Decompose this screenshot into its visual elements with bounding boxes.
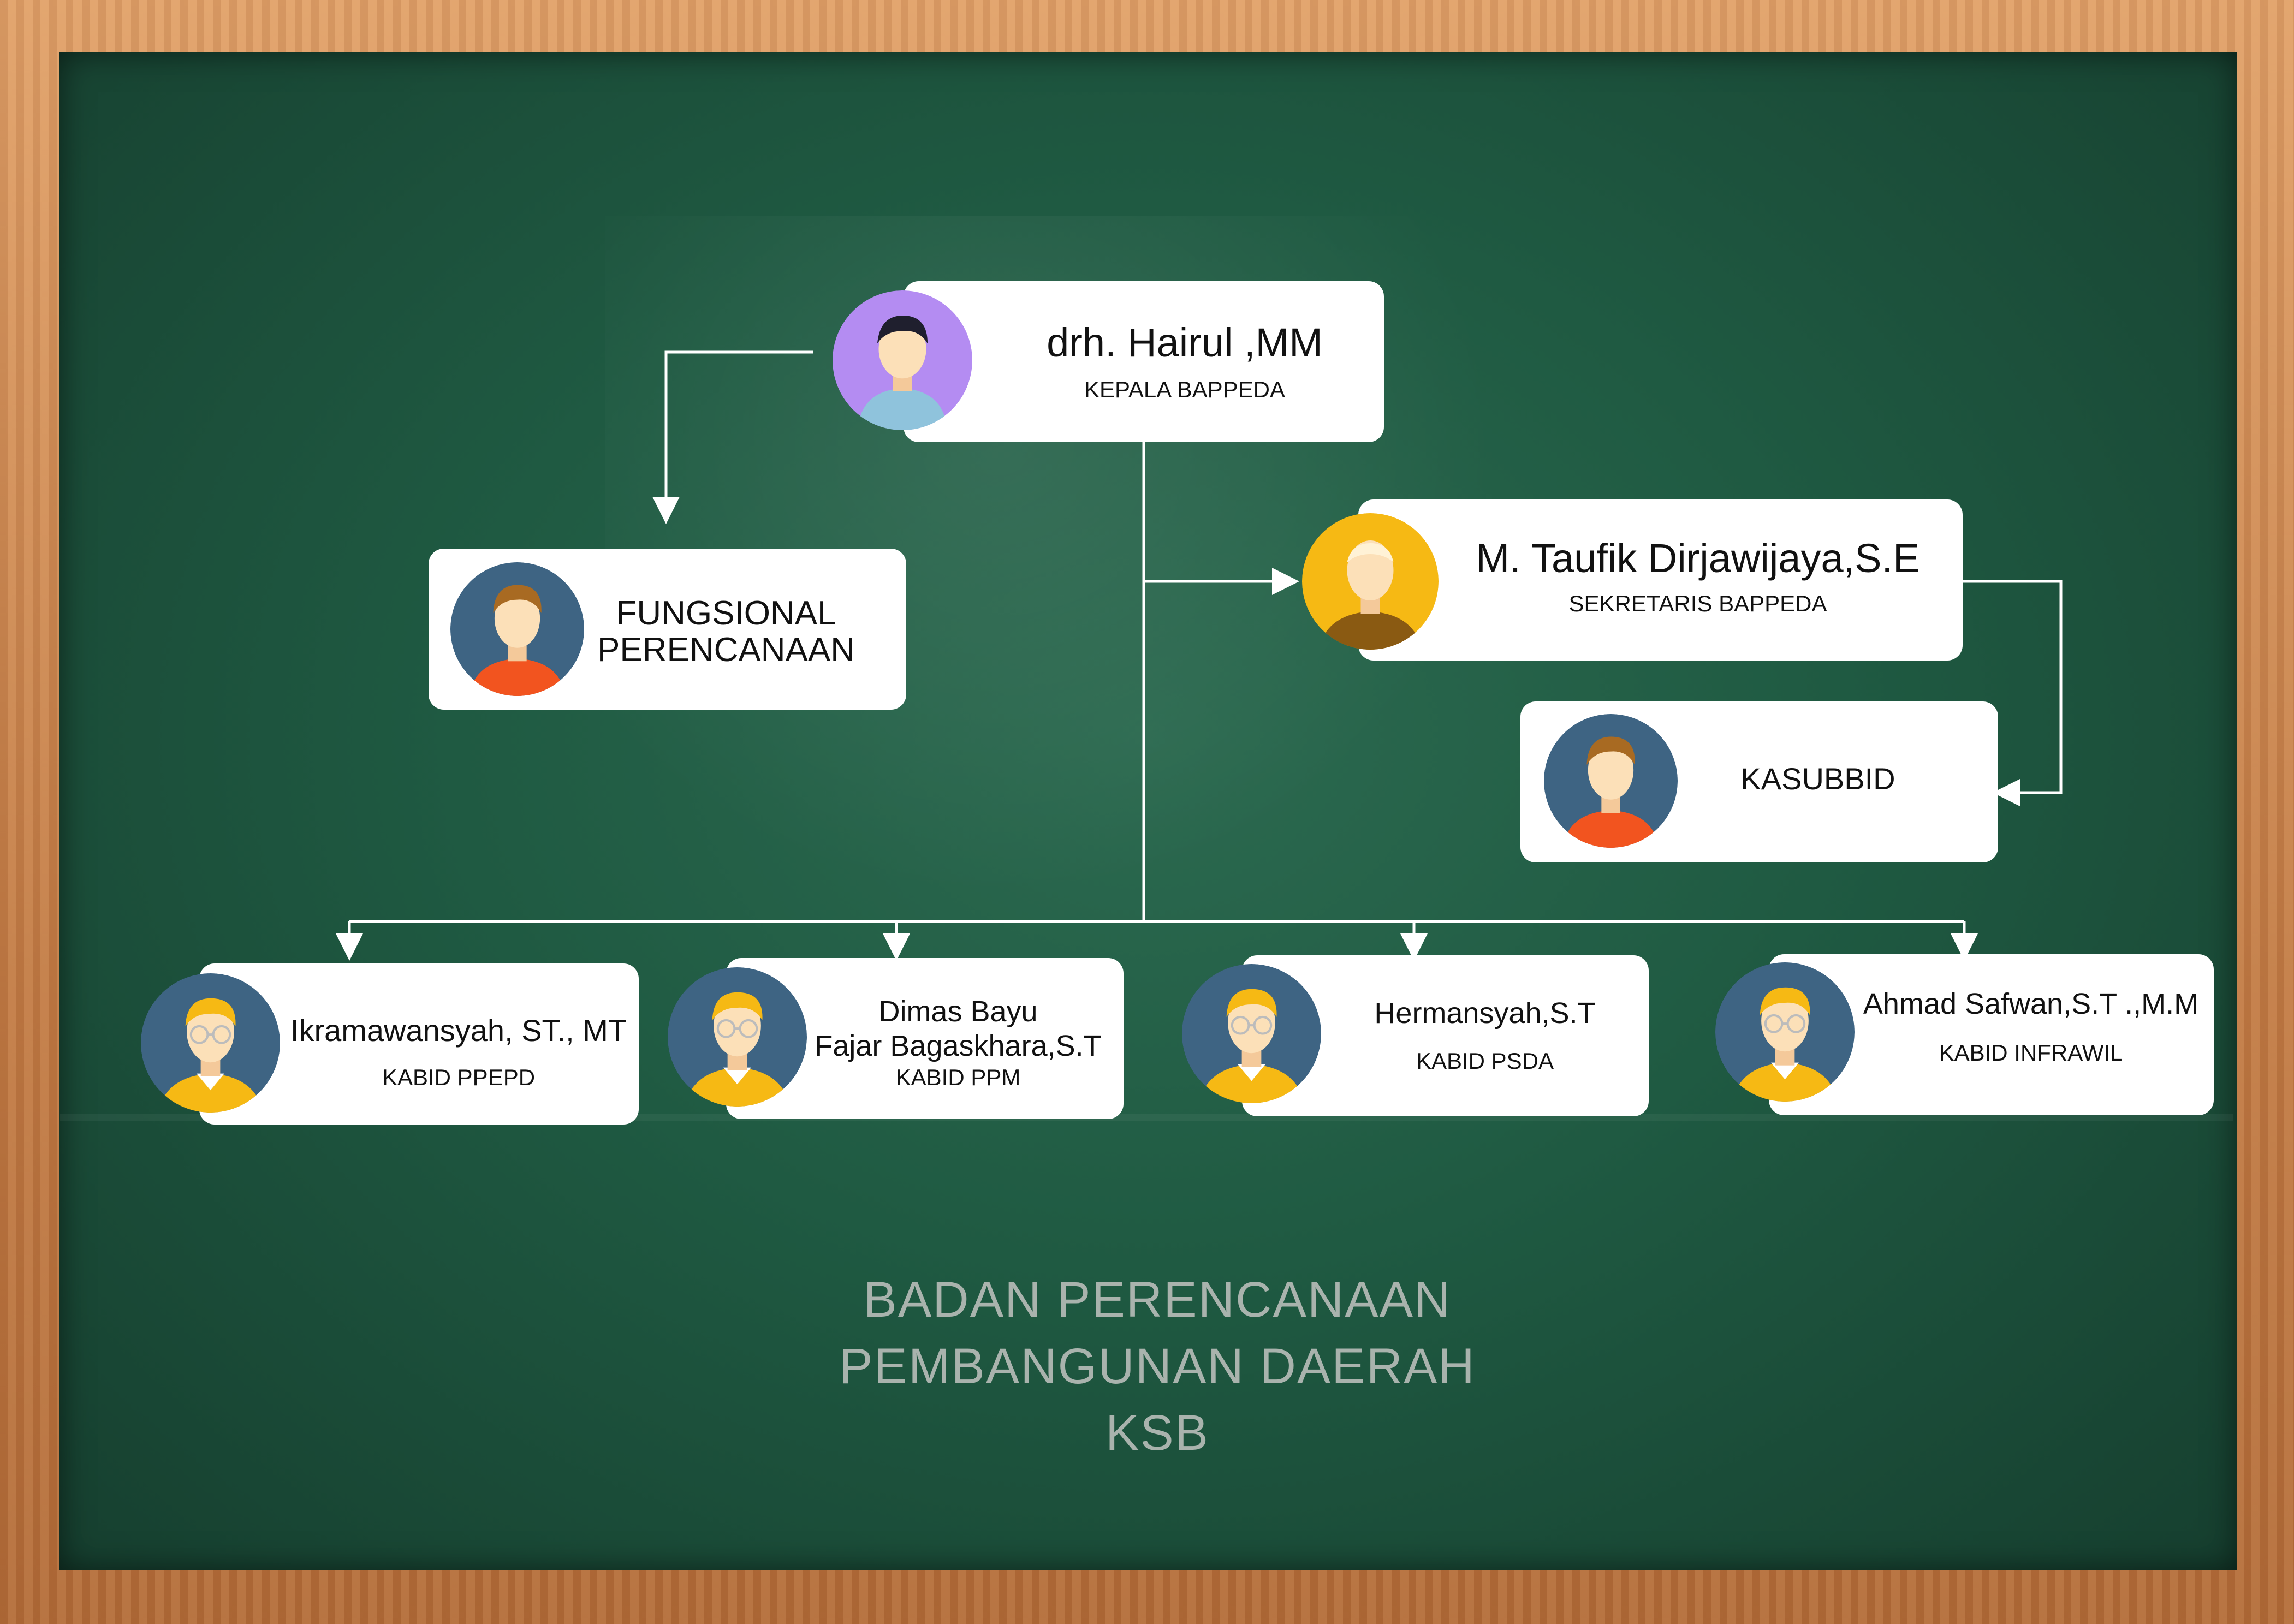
man-orange-shirt-avatar-icon — [1544, 714, 1678, 848]
kabid-1-name: Ikramawansyah, ST., MT — [290, 1013, 627, 1048]
secretary-card — [1358, 499, 1963, 661]
kabid-2-name-line1: Dimas Bayu — [878, 995, 1038, 1028]
head-name: drh. Hairul ,MM — [1047, 320, 1323, 365]
kabid-1-role: KABID PPEPD — [382, 1064, 536, 1090]
kabid-3-name: Hermansyah,S.T — [1374, 997, 1596, 1030]
man-glasses-avatar-icon — [141, 973, 280, 1113]
functional-label-line2: PERENCANAAN — [597, 631, 855, 669]
agency-name-line2: PEMBANGUNAN DAERAH — [839, 1339, 1476, 1394]
connector-secretary-to-kasubbid — [1963, 580, 2063, 806]
agency-name-line1: BADAN PERENCANAAN — [863, 1272, 1452, 1328]
bald-man-yellow-avatar-icon — [1302, 513, 1439, 650]
secretary-role: SEKRETARIS BAPPEDA — [1568, 591, 1827, 616]
agency-name: BADAN PERENCANAAN PEMBANGUNAN DAERAH KSB — [710, 1266, 1605, 1466]
kabid-4-name: Ahmad Safwan,S.T .,M.M — [1863, 988, 2199, 1020]
secretary-name: M. Taufik Dirjawijaya,S.E — [1476, 536, 1920, 581]
kabid-2-role: KABID PPM — [895, 1064, 1021, 1090]
man-glasses-avatar-icon — [1715, 962, 1855, 1102]
functional-label-line1: FUNGSIONAL — [616, 594, 836, 632]
man-orange-shirt-avatar-icon — [450, 562, 584, 696]
kabid-3-role: KABID PSDA — [1416, 1048, 1554, 1074]
kasubbid-label: KASUBBID — [1740, 762, 1895, 796]
man-purple-avatar-icon — [833, 290, 972, 430]
man-glasses-avatar-icon — [1182, 964, 1321, 1103]
head-role: KEPALA BAPPEDA — [1084, 377, 1286, 402]
connector-head-to-functional — [652, 350, 813, 524]
head-card — [904, 281, 1384, 442]
kabid-2-name-line2: Fajar Bagaskhara,S.T — [815, 1030, 1102, 1062]
man-glasses-avatar-icon — [668, 967, 807, 1107]
kabid-4-role: KABID INFRAWIL — [1939, 1040, 2123, 1066]
agency-name-line3: KSB — [1105, 1405, 1210, 1461]
